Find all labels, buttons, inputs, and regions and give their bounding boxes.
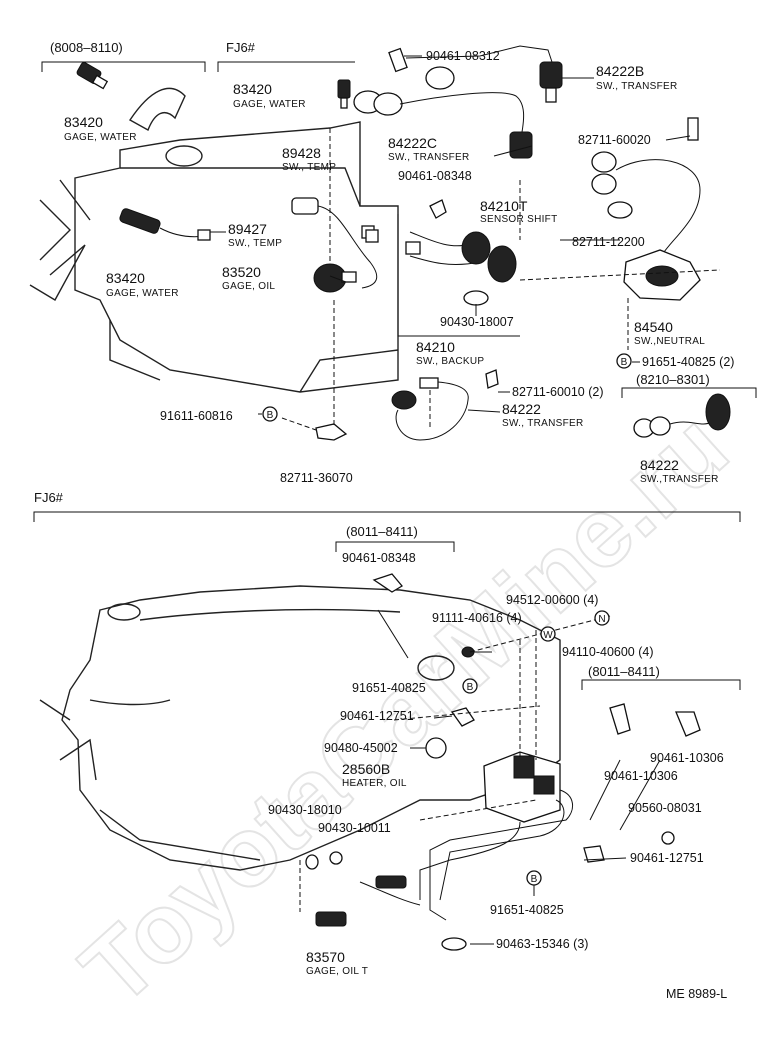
label-83420-fj6: 83420 xyxy=(233,81,272,97)
section-label-fj6-bottom: FJ6# xyxy=(34,490,64,505)
range-bracket-a xyxy=(335,541,455,552)
svg-text:B: B xyxy=(467,682,474,693)
range-8210-8301: (8210–8301) xyxy=(636,372,710,387)
label-91651-40825-a: 91651-40825 xyxy=(352,681,426,695)
label-94110-40600: 94110-40600 (4) xyxy=(562,645,654,659)
callout-n: N xyxy=(594,610,610,626)
engine-outline-top xyxy=(29,87,399,393)
label-84222B: 84222B xyxy=(596,63,644,79)
svg-text:B: B xyxy=(621,357,628,368)
label-83570: 83570 xyxy=(306,949,345,965)
range-8011-8411-a: (8011–8411) xyxy=(346,524,418,539)
svg-text:W: W xyxy=(543,630,553,641)
label-91111-40616: 91111-40616 (4) xyxy=(432,611,522,625)
label-90461-12751-a: 90461-12751 xyxy=(340,709,414,723)
label-90430-18010: 90430-18010 xyxy=(268,803,342,817)
callout-w: W xyxy=(540,626,556,642)
oil-gage-83520-icon xyxy=(313,263,357,293)
label-90430-10011: 90430-10011 xyxy=(318,821,391,835)
label-90461-10306-a: 90461-10306 xyxy=(604,769,678,783)
callout-b-bottom-b: B xyxy=(526,870,542,886)
fj6-bracket-bottom xyxy=(33,511,741,522)
callout-b-91651: B xyxy=(616,353,632,369)
backup-switch-84210-group xyxy=(391,369,499,441)
range-bracket-8210-8301 xyxy=(621,387,757,398)
label-83420-engine: 83420 xyxy=(106,270,145,286)
label-84222C: 84222C xyxy=(388,135,437,151)
label-84222: 84222 xyxy=(502,401,541,417)
desc-83570: GAGE, OIL T xyxy=(306,966,368,977)
label-84210: 84210 xyxy=(416,339,455,355)
label-84210T: 84210T xyxy=(480,198,528,214)
label-82711-60010: 82711-60010 (2) xyxy=(512,385,604,399)
label-82711-36070: 82711-36070 xyxy=(280,471,353,485)
label-90461-08348-bottom: 90461-08348 xyxy=(342,551,416,565)
label-83420-top-left: 83420 xyxy=(64,114,103,130)
desc-84222-right: SW.,TRANSFER xyxy=(640,474,719,485)
label-91651-40825-b: 91651-40825 xyxy=(490,903,564,917)
desc-28560B: HEATER, OIL xyxy=(342,778,407,789)
svg-text:N: N xyxy=(598,614,605,625)
fj6-bracket-top xyxy=(217,61,355,72)
label-91651-40825-2: 91651-40825 (2) xyxy=(642,355,734,369)
gage-water-sender-icon xyxy=(76,62,109,90)
top-section: (8008–8110) FJ6# xyxy=(29,40,757,485)
range-bracket-8008-8110 xyxy=(41,61,206,72)
label-83520: 83520 xyxy=(222,264,261,280)
section-label-fj6-top: FJ6# xyxy=(226,40,256,55)
label-89428: 89428 xyxy=(282,145,321,161)
svg-text:B: B xyxy=(267,410,274,421)
label-90461-08312: 90461-08312 xyxy=(426,49,500,63)
engine-outline-bottom xyxy=(39,585,561,871)
label-90461-10306-b: 90461-10306 xyxy=(650,751,724,765)
label-84540: 84540 xyxy=(634,319,673,335)
sensor-shift-84210T-group xyxy=(365,199,520,337)
clamp-82711-36070-icon xyxy=(315,423,348,441)
desc-84540: SW.,NEUTRAL xyxy=(634,336,705,347)
label-84222-right: 84222 xyxy=(640,457,679,473)
desc-83520: GAGE, OIL xyxy=(222,281,275,292)
desc-83420-fj6: GAGE, WATER xyxy=(233,99,306,110)
desc-84210: SW., BACKUP xyxy=(416,356,484,367)
transfer-harness-top xyxy=(353,45,563,159)
label-90430-18007: 90430-18007 xyxy=(440,315,514,329)
range-bracket-b xyxy=(581,679,741,690)
label-90560-08031: 90560-08031 xyxy=(628,801,702,815)
desc-89428: SW., TEMP xyxy=(282,162,336,173)
callout-b-91611: B xyxy=(262,406,278,422)
label-94512-00600: 94512-00600 (4) xyxy=(506,593,598,607)
label-90461-12751-b: 90461-12751 xyxy=(630,851,704,865)
bottom-section: FJ6# (8011–8411) (8011–8411) xyxy=(33,490,741,1001)
temp-switch-89427-icon xyxy=(119,208,211,241)
label-28560B: 28560B xyxy=(342,761,390,777)
label-90461-08348-top: 90461-08348 xyxy=(398,169,472,183)
svg-text:B: B xyxy=(531,874,538,885)
doc-code: ME 8989-L xyxy=(666,987,727,1001)
neutral-switch-harness xyxy=(591,117,701,301)
label-82711-12200: 82711-12200 xyxy=(572,235,645,249)
desc-89427: SW., TEMP xyxy=(228,238,282,249)
desc-84222: SW., TRANSFER xyxy=(502,418,584,429)
transfer-switch-8210-group xyxy=(633,393,731,438)
hose-outline xyxy=(128,87,186,132)
label-91611-60816: 91611-60816 xyxy=(160,409,233,423)
desc-83420-top-left: GAGE, WATER xyxy=(64,132,137,143)
range-8011-8411-b: (8011–8411) xyxy=(588,664,660,679)
desc-84222B: SW., TRANSFER xyxy=(596,81,678,92)
label-90463-15346: 90463-15346 (3) xyxy=(496,937,588,951)
oil-heater-assembly xyxy=(359,751,573,921)
callout-b-bottom-a: B xyxy=(462,678,478,694)
desc-84210T: SENSOR SHIFT xyxy=(480,214,558,225)
gage-water-fj6-icon xyxy=(337,79,351,109)
range-8008-8110: (8008–8110) xyxy=(50,40,123,55)
label-89427: 89427 xyxy=(228,221,267,237)
desc-83420-engine: GAGE, WATER xyxy=(106,288,179,299)
label-82711-60020: 82711-60020 xyxy=(578,133,651,147)
label-90480-45002: 90480-45002 xyxy=(324,741,398,755)
desc-84222C: SW., TRANSFER xyxy=(388,152,470,163)
